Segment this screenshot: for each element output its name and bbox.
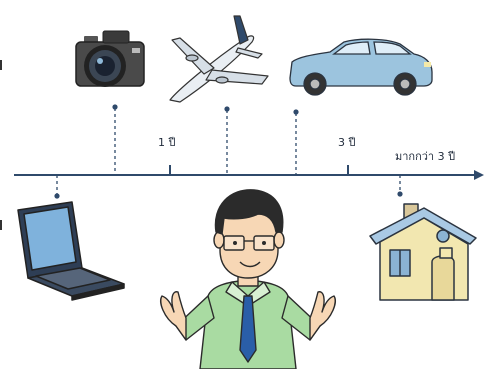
person-icon: [160, 189, 336, 369]
connectors: [54, 104, 403, 199]
laptop-icon: [17, 201, 125, 301]
timeline-axis: [14, 165, 484, 180]
tick-label-1-year: 1 ปี: [158, 136, 176, 149]
airplane-icon: [169, 15, 269, 103]
house-icon: [369, 203, 477, 301]
tick-label-more-than-3-years: มากกว่า 3 ปี: [395, 150, 456, 163]
tick-label-3-years: 3 ปี: [338, 136, 356, 149]
car-icon: [289, 38, 433, 96]
camera-icon: [75, 30, 145, 87]
